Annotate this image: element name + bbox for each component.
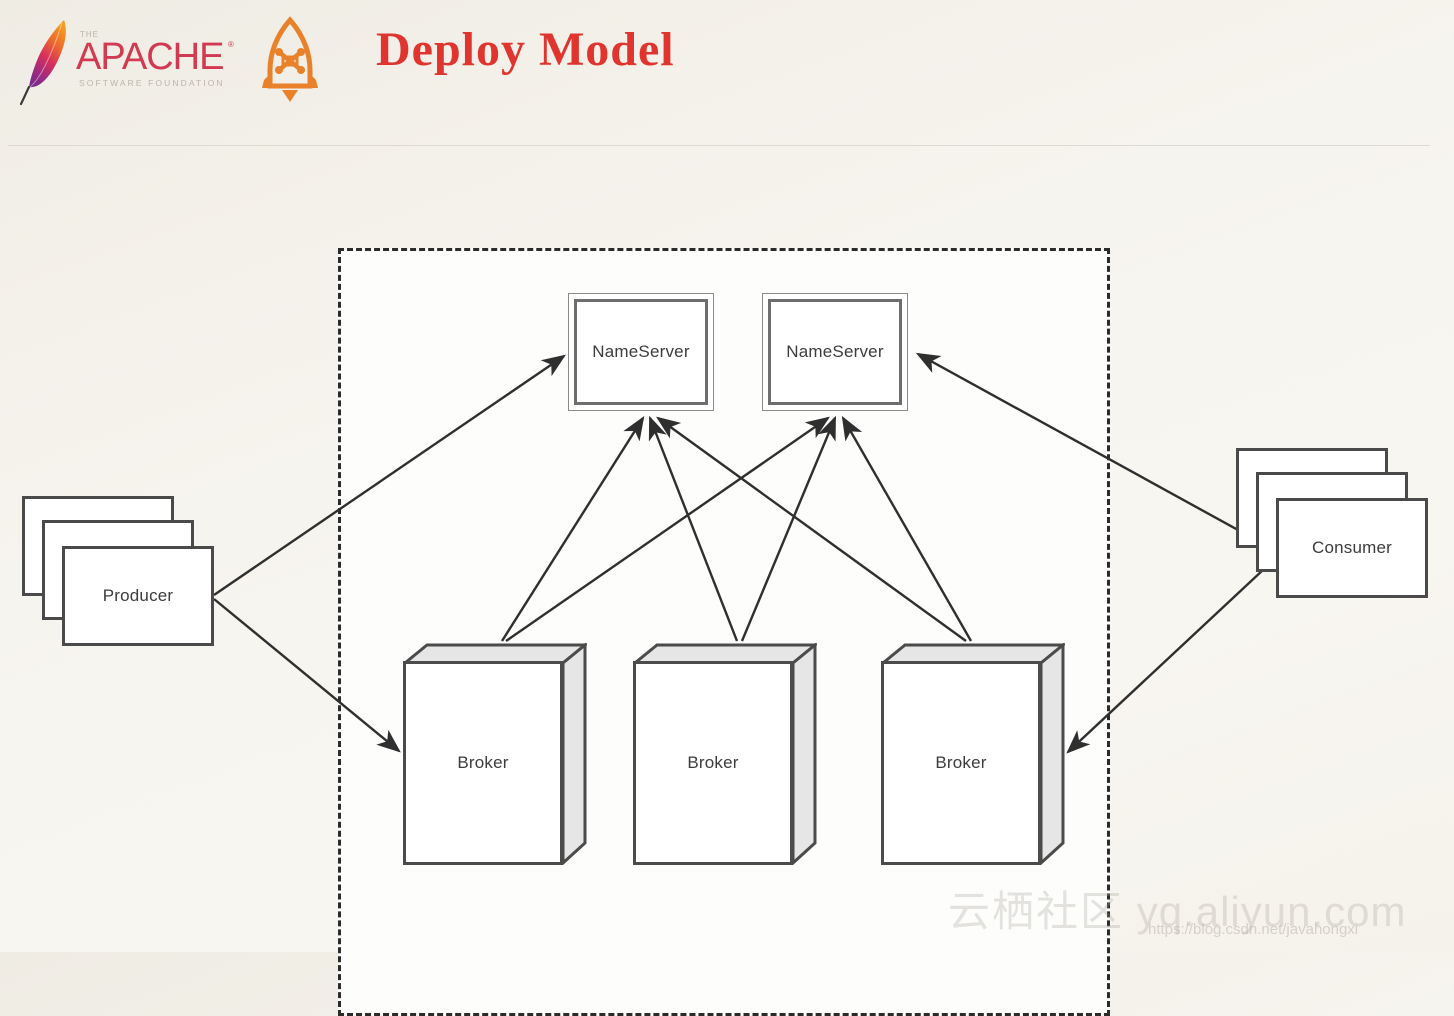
connection-arrows — [213, 352, 1279, 754]
apache-registered-mark: ® — [228, 40, 234, 49]
edge-broker2-to-nameserver2 — [740, 415, 837, 642]
page-header: THE APACHE ® SOFTWARE FOUNDATION Deploy … — [0, 0, 1454, 146]
broker-side-face — [791, 643, 817, 865]
broker-label: Broker — [687, 753, 739, 772]
broker-front-face: Broker — [403, 661, 563, 865]
broker-side-face — [561, 643, 587, 865]
edge-producer-to-nameserver1 — [213, 354, 566, 596]
edge-broker3-to-nameserver2 — [841, 415, 973, 642]
nameserver-node-2[interactable]: NameServer — [762, 293, 908, 411]
header-divider — [8, 145, 1430, 146]
edge-broker1-to-nameserver1 — [500, 415, 645, 642]
nameserver-node-1[interactable]: NameServer — [568, 293, 714, 411]
apache-the-text: THE — [80, 30, 99, 39]
broker-label: Broker — [935, 753, 987, 772]
producer-stack-plate-front: Producer — [62, 546, 214, 646]
producer-label: Producer — [102, 586, 174, 605]
broker-front-face: Broker — [633, 661, 793, 865]
broker-node-1[interactable]: Broker — [403, 643, 587, 865]
apache-feather-icon — [19, 20, 66, 106]
nameserver-label: NameServer — [592, 342, 690, 361]
edge-consumer-to-nameserver2 — [915, 352, 1279, 554]
page-title: Deploy Model — [376, 23, 675, 76]
broker-front-face: Broker — [881, 661, 1041, 865]
cluster-boundary-dashed-box — [338, 248, 1110, 1016]
rocket-icon — [262, 16, 318, 102]
broker-node-3[interactable]: Broker — [881, 643, 1065, 865]
broker-label: Broker — [457, 753, 509, 772]
broker-side-face — [1039, 643, 1065, 865]
apache-software-foundation-logo: THE APACHE ® SOFTWARE FOUNDATION — [18, 14, 244, 106]
producer-node[interactable]: Producer — [22, 496, 218, 648]
consumer-node[interactable]: Consumer — [1236, 448, 1432, 600]
deploy-model-diagram: NameServer NameServer Broker Broker — [0, 146, 1454, 1016]
broker-node-2[interactable]: Broker — [633, 643, 817, 865]
edge-broker3-to-nameserver1 — [656, 416, 967, 642]
apache-name-text: APACHE — [76, 36, 224, 78]
consumer-label: Consumer — [1311, 538, 1393, 557]
edge-consumer-to-broker3 — [1066, 555, 1279, 754]
consumer-stack-plate-front: Consumer — [1276, 498, 1428, 598]
apache-wordmark: THE APACHE ® SOFTWARE FOUNDATION — [76, 30, 246, 92]
edge-broker1-to-nameserver2 — [505, 416, 830, 642]
nameserver-inner-frame — [574, 299, 708, 405]
edge-broker2-to-nameserver1 — [648, 415, 739, 642]
nameserver-label: NameServer — [786, 342, 884, 361]
edge-producer-to-broker1 — [213, 598, 401, 753]
apache-tagline-text: SOFTWARE FOUNDATION — [79, 78, 225, 88]
nameserver-inner-frame — [768, 299, 902, 405]
